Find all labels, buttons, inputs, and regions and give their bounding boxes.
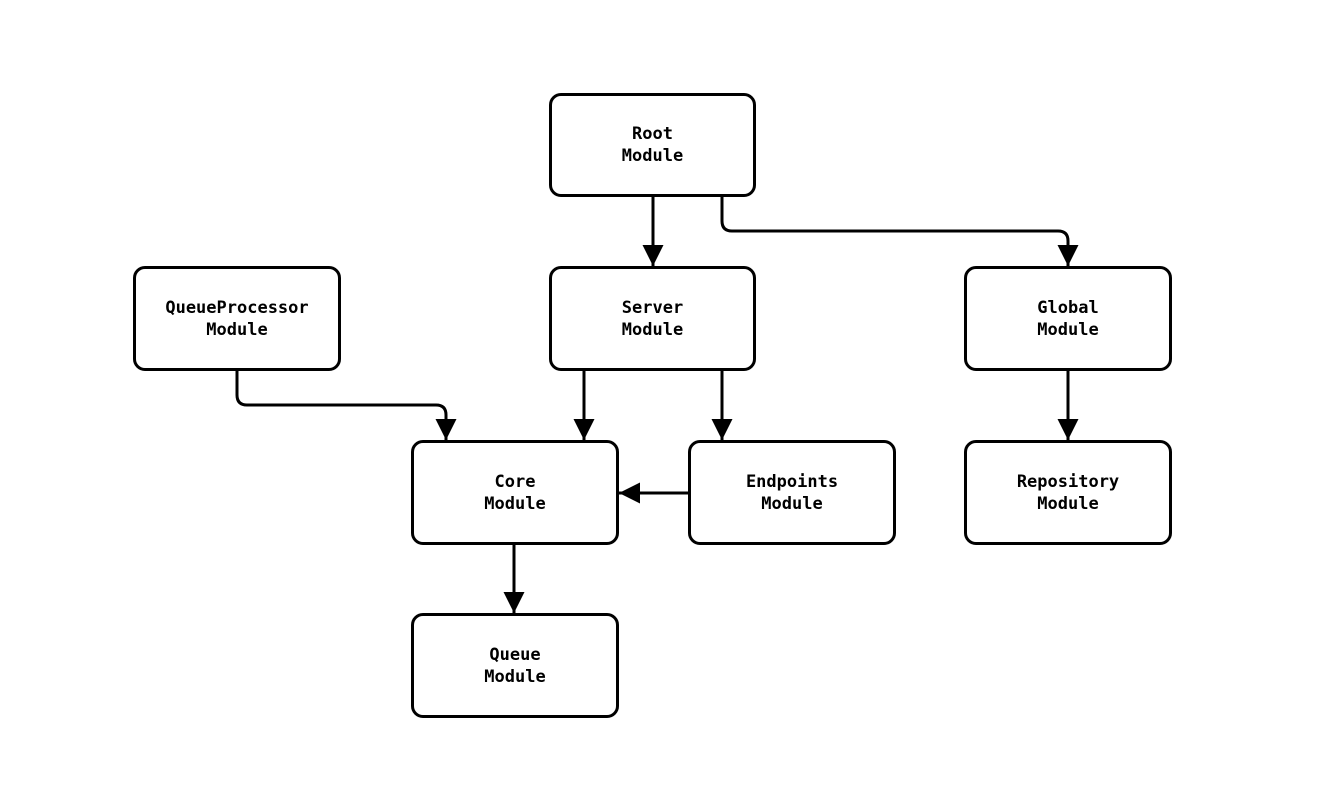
node-label-line: Module xyxy=(484,666,546,687)
node-label-line: Core xyxy=(494,471,536,492)
node-label-line: Module xyxy=(1037,319,1099,340)
node-label-line: Queue xyxy=(489,644,541,665)
node-label-line: Server xyxy=(621,297,684,318)
node-label-line: Module xyxy=(621,146,684,166)
edge-queueprocessor-to-core xyxy=(235,371,457,440)
node-label-line: Module xyxy=(621,319,684,340)
node-label-line: Endpoints xyxy=(745,471,839,492)
edge-root-to-global xyxy=(720,197,1079,266)
node-label-line: Module xyxy=(206,319,268,340)
node-label-line: Module xyxy=(484,493,546,514)
node-label-line: Root xyxy=(632,124,673,144)
node-label-line: Module xyxy=(1037,493,1099,514)
node-label-line: Repository xyxy=(1016,471,1120,492)
node-label-line: Module xyxy=(761,493,823,514)
node-label-line: QueueProcessor xyxy=(165,297,309,318)
node-label-line: Global xyxy=(1037,297,1099,318)
